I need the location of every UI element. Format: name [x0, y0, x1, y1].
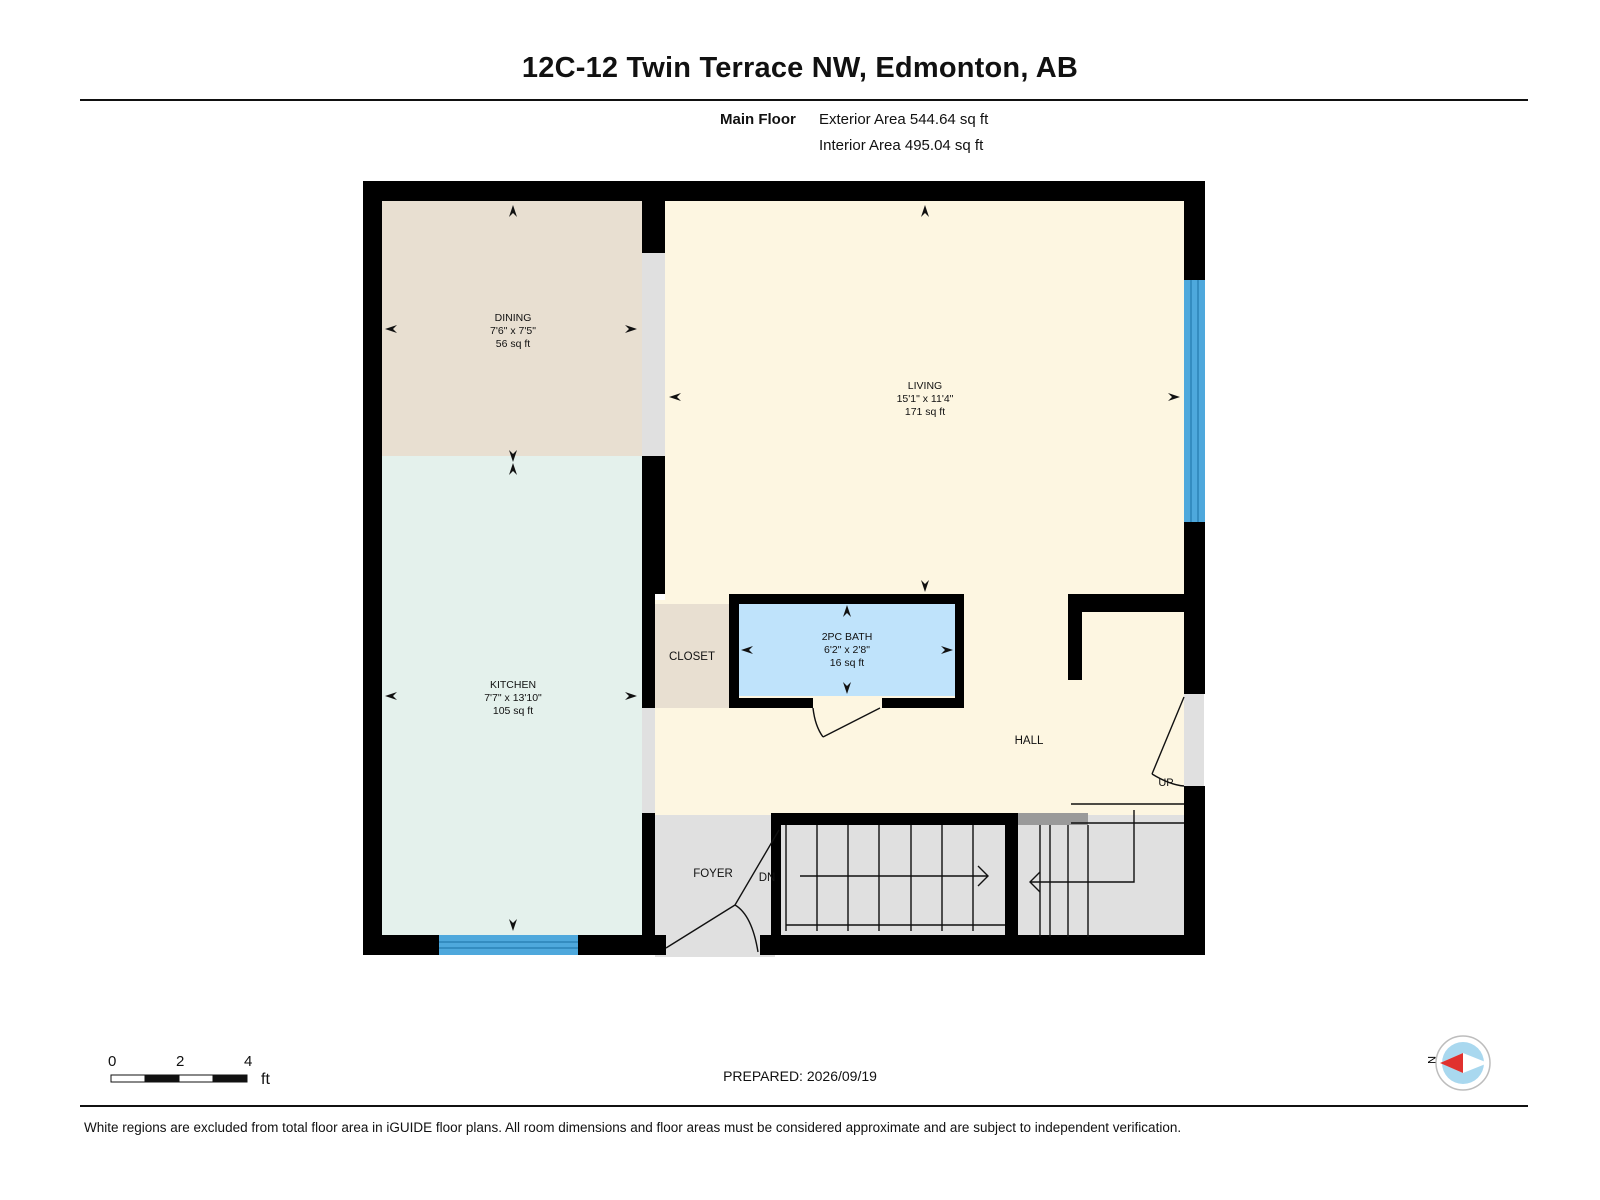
- stairs-down-label: DN: [759, 872, 776, 884]
- living-dims: 15'1" x 11'4": [897, 393, 954, 405]
- foyer-room: [655, 815, 775, 957]
- scale-bar: [110, 1074, 248, 1083]
- bath-area: 16 sq ft: [830, 657, 865, 669]
- closet-label: CLOSET: [669, 651, 715, 663]
- kitchen-dims: 7'7" x 13'10": [484, 692, 542, 704]
- bath-dims: 6'2" x 2'8": [824, 644, 870, 656]
- dining-area: 56 sq ft: [496, 338, 531, 350]
- exterior-area: Exterior Area 544.64 sq ft: [819, 111, 989, 128]
- foyer-label: FOYER: [693, 868, 733, 880]
- kitchen-label: KITCHEN: [490, 679, 536, 691]
- bath-label: 2PC BATH: [822, 631, 873, 643]
- doors: [665, 696, 1185, 953]
- back-door-opening: [1184, 694, 1204, 786]
- living-area: 171 sq ft: [905, 406, 945, 418]
- kitchen-room: [380, 456, 642, 937]
- floor-label: Main Floor: [720, 111, 796, 128]
- scale-tick-0: 0: [108, 1053, 117, 1070]
- living-room: [665, 200, 1184, 600]
- stairs-up-label: UP: [1158, 777, 1173, 789]
- closet-room: [655, 604, 729, 708]
- scale-tick-4: 4: [244, 1053, 253, 1070]
- dining-room: [380, 200, 642, 456]
- walls: [363, 181, 1205, 955]
- disclaimer: White regions are excluded from total fl…: [84, 1120, 1182, 1135]
- living-window: [1184, 280, 1205, 522]
- kitchen-window-lines: [439, 941, 578, 949]
- kitchen-area: 105 sq ft: [493, 705, 533, 717]
- stairs-down: [785, 825, 1005, 931]
- bath-room: [739, 604, 955, 696]
- dining-label: DINING: [495, 312, 532, 324]
- interior-area: Interior Area 495.04 sq ft: [819, 137, 984, 154]
- compass-icon: [1435, 1035, 1491, 1091]
- front-door-gap: [666, 935, 760, 955]
- living-label: LIVING: [908, 380, 942, 392]
- hall-label: HALL: [1015, 735, 1044, 747]
- scale-tick-2: 2: [176, 1053, 185, 1070]
- page-title: 12C-12 Twin Terrace NW, Edmonton, AB: [521, 52, 1079, 84]
- dimension-arrows: [385, 205, 1180, 931]
- prepared-date: PREPARED: 2026/09/19: [723, 1068, 877, 1084]
- stairs-up: [1029, 803, 1184, 937]
- compass-north-label: N: [1425, 1056, 1437, 1064]
- living-window-lines: [1190, 280, 1199, 522]
- kitchen-hall-opening: [642, 708, 655, 813]
- header-rule: [80, 99, 1528, 101]
- dining-dims: 7'6" x 7'5": [490, 325, 536, 337]
- footer-rule: [80, 1105, 1528, 1107]
- kitchen-window: [439, 935, 578, 955]
- stair-landing: [1018, 813, 1088, 825]
- scale-unit: ft: [261, 1071, 270, 1088]
- dining-living-opening: [642, 253, 665, 456]
